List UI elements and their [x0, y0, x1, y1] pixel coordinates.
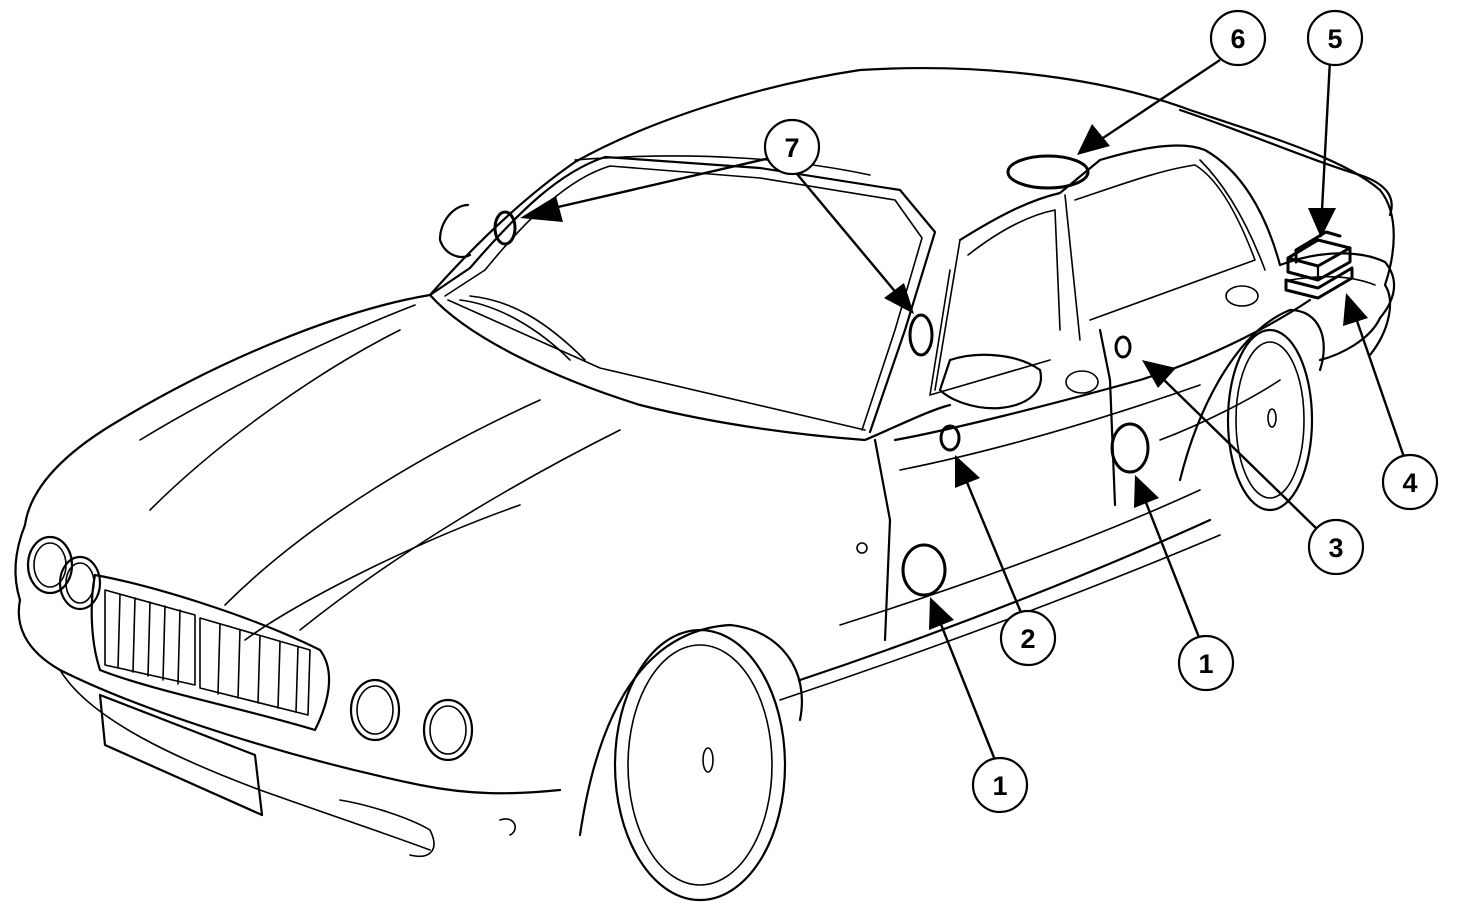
callout-1-front: 1 [971, 756, 1029, 814]
a-pillar-unit-right-marker [908, 313, 934, 357]
rear-tweeter-marker [1114, 335, 1132, 359]
callout-3: 3 [1307, 518, 1365, 576]
callout-4-label: 4 [1402, 468, 1417, 498]
rear-parcel-shelf-speaker-marker [1006, 154, 1090, 190]
callout-6-label: 6 [1230, 24, 1245, 54]
callout-2-label: 2 [1020, 624, 1035, 654]
rear-door-speaker-marker [1110, 422, 1150, 474]
amplifier-unit [1284, 230, 1354, 300]
callout-1-rear: 1 [1177, 634, 1235, 692]
callout-7-label: 7 [784, 133, 799, 163]
callout-3-label: 3 [1328, 533, 1343, 563]
leader-arrows [520, 59, 1407, 761]
callout-1-front-label: 1 [992, 771, 1007, 801]
left-mirror-outline [438, 203, 472, 258]
a-pillar-unit-left-marker [493, 210, 517, 246]
callout-1-rear-label: 1 [1198, 649, 1213, 679]
callout-5-label: 5 [1327, 24, 1342, 54]
front-door-speaker-marker [901, 543, 947, 597]
callout-5: 5 [1306, 9, 1364, 67]
callout-4: 4 [1381, 453, 1439, 511]
component-markers [438, 154, 1354, 597]
front-tweeter-marker [939, 424, 961, 452]
car-illustration [14, 67, 1396, 902]
callout-2: 2 [999, 609, 1057, 667]
callout-7: 7 [763, 118, 821, 176]
callout-6: 6 [1209, 9, 1267, 67]
